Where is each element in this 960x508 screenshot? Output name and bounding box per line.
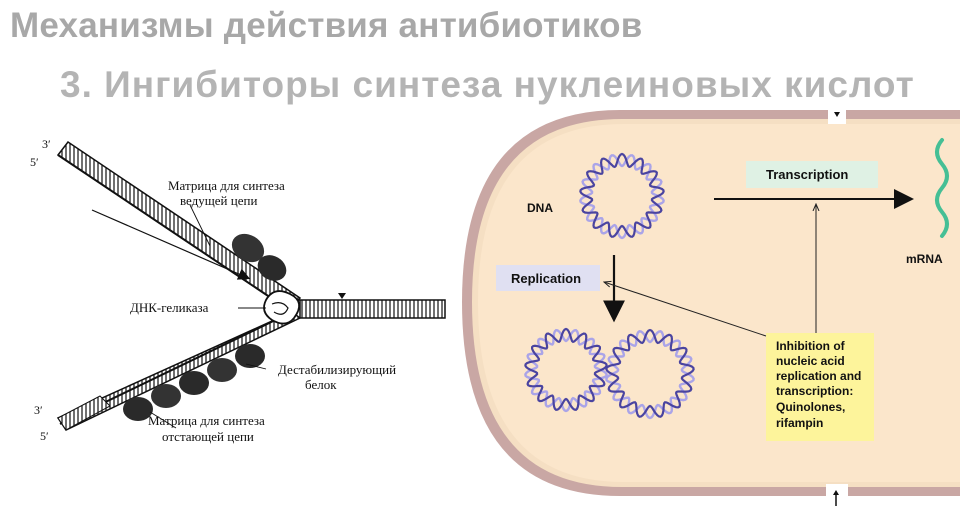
ssb-label-2: белок <box>305 377 337 392</box>
ssb-proteins <box>123 344 265 421</box>
circular-dna <box>579 152 665 240</box>
bottom-5prime-label: 5′ <box>40 429 49 443</box>
transcription-box <box>746 161 878 188</box>
inhibition-line-5: Quinolones, <box>776 400 845 414</box>
mrna-strand <box>935 138 949 238</box>
replication-label: Replication <box>511 271 581 286</box>
leading-template-strand <box>56 140 301 314</box>
mrna-label: mRNA <box>906 252 943 266</box>
leading-strand-proteins <box>231 233 287 281</box>
replication-fork-diagram: 3′ 5′ 3′ 5′ Матрица для синтеза ведущей … <box>30 137 446 444</box>
inhibition-line-2: nucleic acid <box>776 354 845 368</box>
lagging-template-label-2: отстающей цепи <box>162 429 254 444</box>
leading-template-label-2: ведущей цепи <box>180 193 257 208</box>
inhibition-line-3: replication and <box>776 369 861 383</box>
dna-label: DNA <box>527 201 553 215</box>
transcription-label: Transcription <box>766 167 848 182</box>
helicase-label: ДНК-геликаза <box>130 300 209 315</box>
inhibition-line-1: Inhibition of <box>776 339 846 353</box>
dna-helicase <box>263 290 300 325</box>
lagging-template-label-1: Матрица для синтеза <box>148 413 265 428</box>
bacterial-cell: DNA Transcription mRNA Replication Inhib… <box>462 108 960 506</box>
ssb-label-1: Дестабилизирующий <box>278 362 396 377</box>
lagging-template-strand <box>56 311 302 431</box>
leading-template-label-1: Матрица для синтеза <box>168 178 285 193</box>
subtitle: 3. Ингибиторы синтеза нуклеиновых кислот <box>60 64 915 105</box>
top-5prime-label: 5′ <box>30 155 39 169</box>
inhibition-line-4: transcription: <box>776 384 853 398</box>
replicated-dna-left <box>524 327 608 413</box>
replicated-dna-right <box>605 328 695 420</box>
inhibition-box <box>766 333 874 441</box>
top-3prime-label: 3′ <box>42 137 51 151</box>
replication-box <box>496 265 600 291</box>
inhibition-pointer-replication <box>604 282 767 337</box>
main-title: Механизмы действия антибиотиков <box>10 6 643 45</box>
inhibition-line-6: rifampin <box>776 416 823 430</box>
bottom-3prime-label: 3′ <box>34 403 43 417</box>
parental-duplex <box>299 293 446 319</box>
